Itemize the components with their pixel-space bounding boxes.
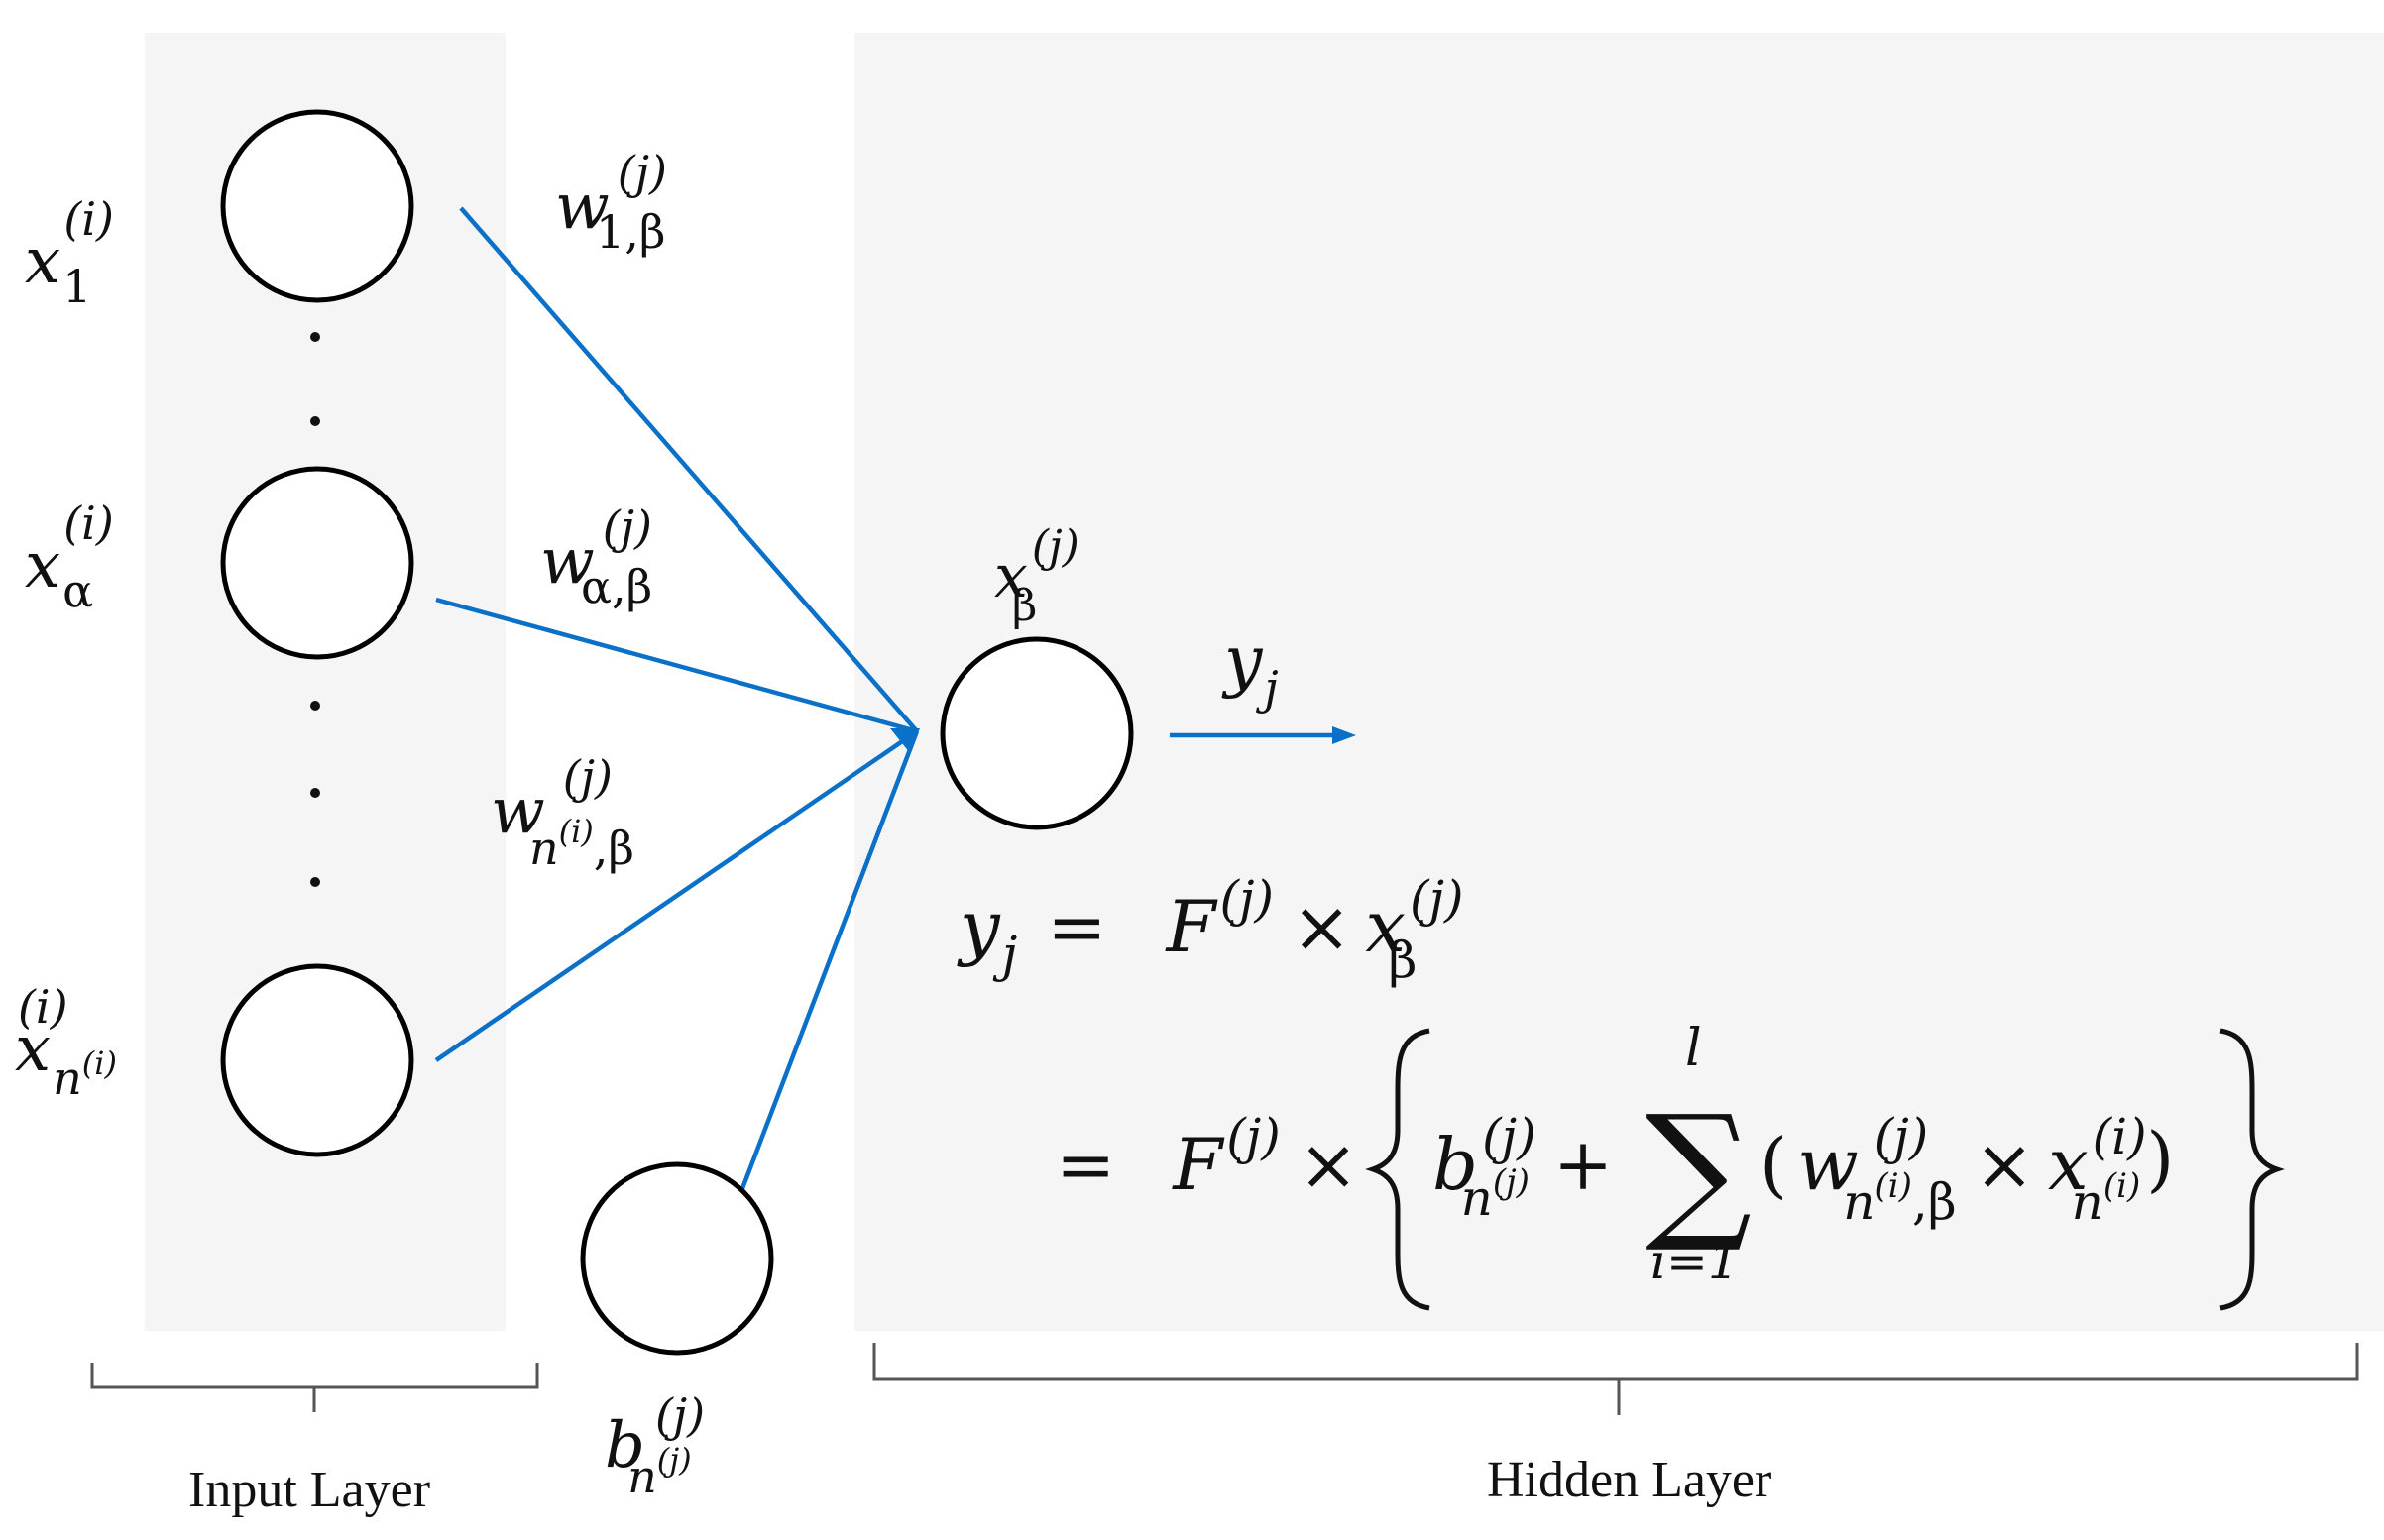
label-w-n: w(j)n(i),β [491,750,634,875]
right-brace [2219,1028,2285,1311]
label-bias: b(j)n(j) [605,1388,705,1503]
hidden-node [940,636,1134,830]
input-layer-brace [90,1363,539,1412]
output-arrowhead [1332,726,1356,744]
equation-line-1: yj=F(j)×x(j)β [957,870,1464,989]
label-hidden-node: x(j)β [994,521,1079,631]
sum-upper: l [1685,1019,1702,1078]
label-w1: w(j)1,β [555,146,667,259]
input-node-n [220,963,414,1157]
hidden-layer-label: Hidden Layer [1487,1452,1771,1508]
equation-bias-term: b(j)n(j)+ [1432,1108,1613,1227]
bias-node [580,1161,774,1356]
label-x-n: xn(i)(i) [15,980,117,1105]
input-layer-label: Input Layer [188,1462,430,1518]
equation-line-2: =F(j)× [1056,1108,1358,1206]
connection-xa [435,597,918,734]
ellipsis-dots-lower [310,701,320,887]
left-brace [1365,1028,1430,1311]
connection-x1 [459,206,919,733]
input-node-1 [220,109,414,303]
label-w-alpha: w(j)α,β [540,500,652,613]
label-x-alpha: xα(i) [25,496,114,617]
connection-xn [434,729,919,1062]
input-node-alpha [220,466,414,660]
connection-bias [738,730,920,1192]
sum-lower: i=1 [1650,1233,1740,1290]
hidden-layer-brace [872,1343,2359,1415]
ellipsis-dots-upper [310,332,320,426]
sum-symbol: ∑ [1646,1084,1752,1257]
label-output: yj [1221,622,1279,715]
label-x1: x1(i) [25,192,114,313]
equation-sum-body: (w(j)n(i),β×x(i)n(i)) [1760,1108,2174,1231]
arrowhead-merge [890,728,920,753]
